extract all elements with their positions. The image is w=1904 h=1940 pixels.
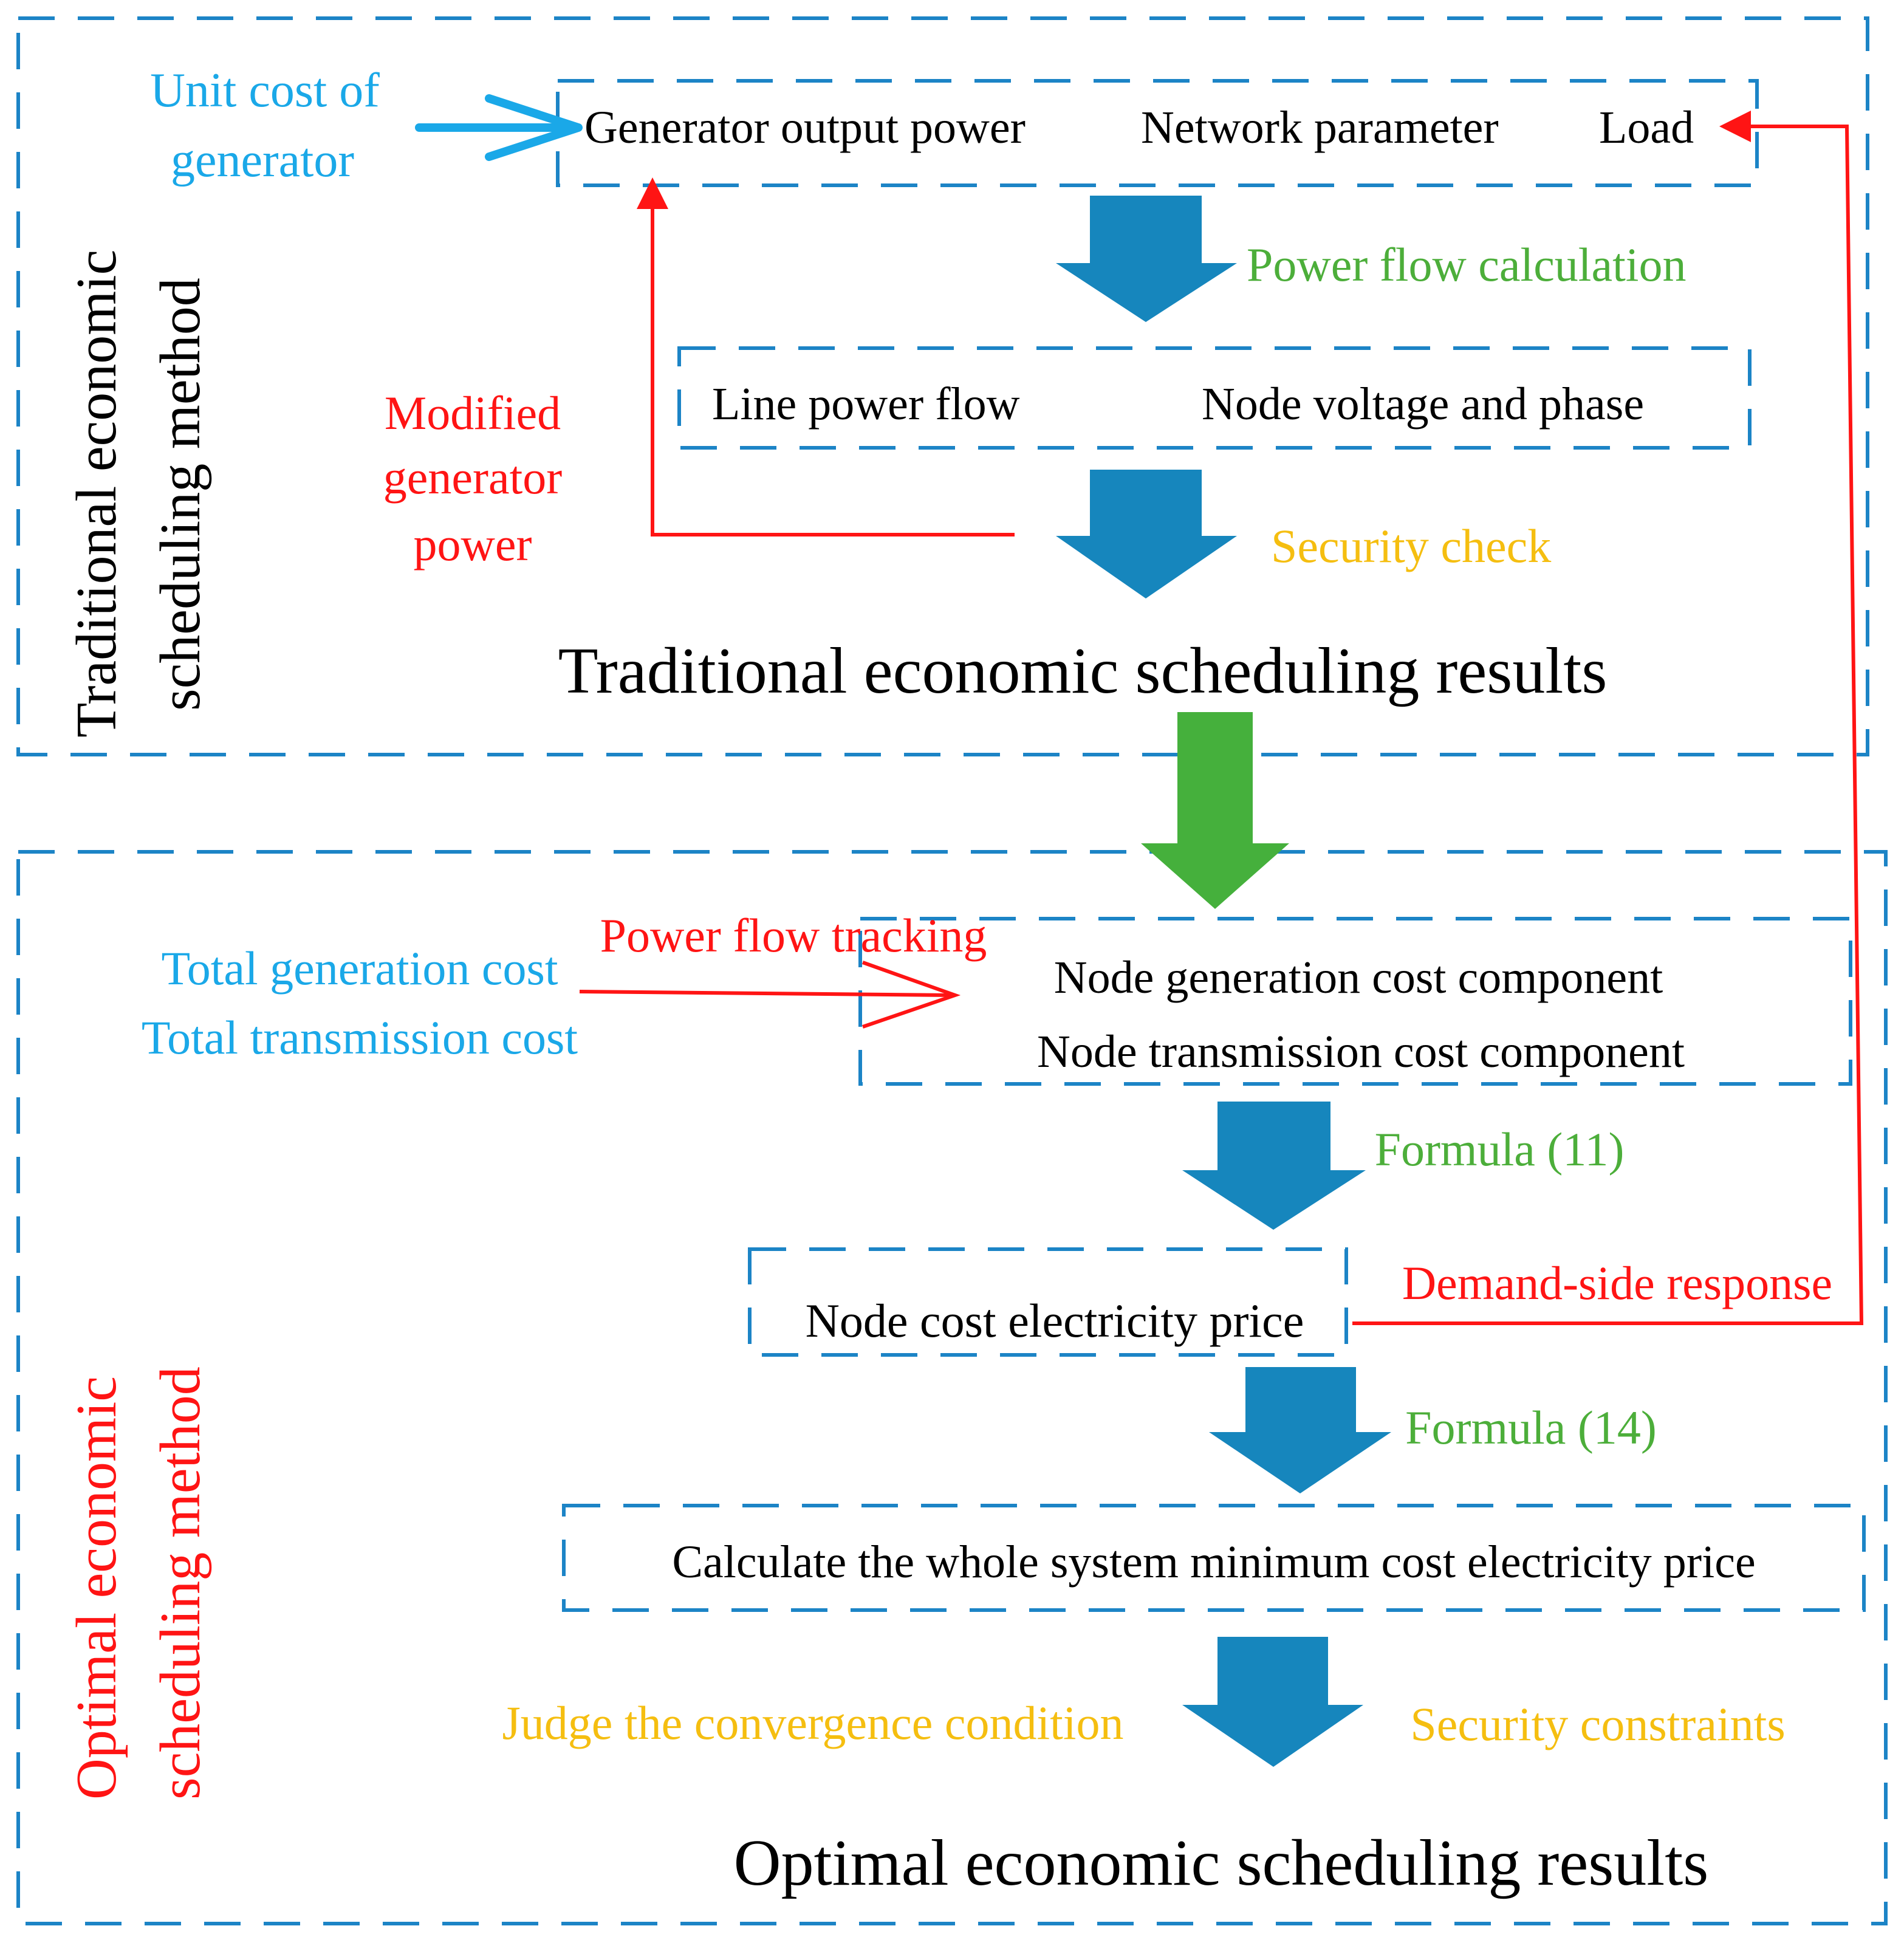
unit-cost-arrow bbox=[415, 94, 583, 161]
traditional-side-label-line1: Traditional economic bbox=[65, 250, 128, 738]
total-transmission-cost-label: Total transmission cost bbox=[142, 1011, 578, 1064]
whole-system-price-label: Calculate the whole system minimum cost … bbox=[672, 1537, 1755, 1588]
whole-system-box bbox=[562, 1504, 1866, 1612]
down-arrow-convergence bbox=[1182, 1637, 1363, 1767]
generator-output-label: Generator output power bbox=[584, 102, 1026, 153]
unit-cost-label-line2: generator bbox=[171, 134, 354, 187]
down-arrow-formula-14 bbox=[1209, 1367, 1391, 1493]
modified-label-line2: generator bbox=[383, 451, 563, 504]
node-transmission-component-label: Node transmission cost component bbox=[1037, 1026, 1685, 1077]
formula-14-label: Formula (14) bbox=[1405, 1401, 1657, 1454]
node-generation-component-label: Node generation cost component bbox=[1054, 952, 1663, 1003]
optimal-results-label: Optimal economic scheduling results bbox=[734, 1827, 1709, 1899]
down-arrow-formula-11 bbox=[1182, 1102, 1366, 1230]
node-cost-price-label: Node cost electricity price bbox=[806, 1294, 1304, 1347]
line-power-flow-label: Line power flow bbox=[712, 379, 1020, 430]
security-constraints-label: Security constraints bbox=[1410, 1698, 1785, 1750]
down-arrow-security-check bbox=[1056, 470, 1237, 598]
transition-arrow bbox=[1141, 712, 1289, 909]
power-flow-tracking-arrow bbox=[579, 961, 961, 1029]
demand-response-feedback bbox=[1352, 111, 1864, 1325]
total-generation-cost-label: Total generation cost bbox=[162, 942, 558, 995]
down-arrow-power-flow bbox=[1056, 196, 1237, 322]
demand-side-response-label: Demand-side response bbox=[1402, 1256, 1832, 1309]
load-label: Load bbox=[1599, 102, 1694, 153]
component-box bbox=[858, 917, 1852, 1086]
optimal-side-label-line1: Optimal economic bbox=[65, 1376, 128, 1800]
power-flow-calculation-label: Power flow calculation bbox=[1247, 238, 1686, 291]
optimal-section-frame bbox=[16, 850, 1888, 1925]
node-price-box bbox=[748, 1247, 1348, 1357]
traditional-section-frame bbox=[16, 16, 1869, 756]
security-check-label: Security check bbox=[1271, 519, 1551, 572]
modified-label-line3: power bbox=[414, 518, 532, 571]
flow-box bbox=[677, 346, 1752, 450]
power-flow-tracking-label: Power flow tracking bbox=[600, 909, 987, 962]
modified-power-feedback bbox=[637, 177, 1015, 536]
optimal-side-label-line2: scheduling method bbox=[149, 1366, 212, 1800]
node-voltage-label: Node voltage and phase bbox=[1202, 379, 1644, 430]
traditional-side-label-line2: scheduling method bbox=[149, 278, 212, 711]
formula-11-label: Formula (11) bbox=[1375, 1123, 1625, 1176]
traditional-results-label: Traditional economic scheduling results bbox=[558, 635, 1608, 707]
input-box bbox=[556, 79, 1759, 187]
judge-convergence-label: Judge the convergence condition bbox=[502, 1696, 1123, 1749]
modified-label-line1: Modified bbox=[385, 386, 561, 439]
network-parameter-label: Network parameter bbox=[1141, 102, 1499, 153]
unit-cost-label-line1: Unit cost of bbox=[150, 64, 380, 117]
